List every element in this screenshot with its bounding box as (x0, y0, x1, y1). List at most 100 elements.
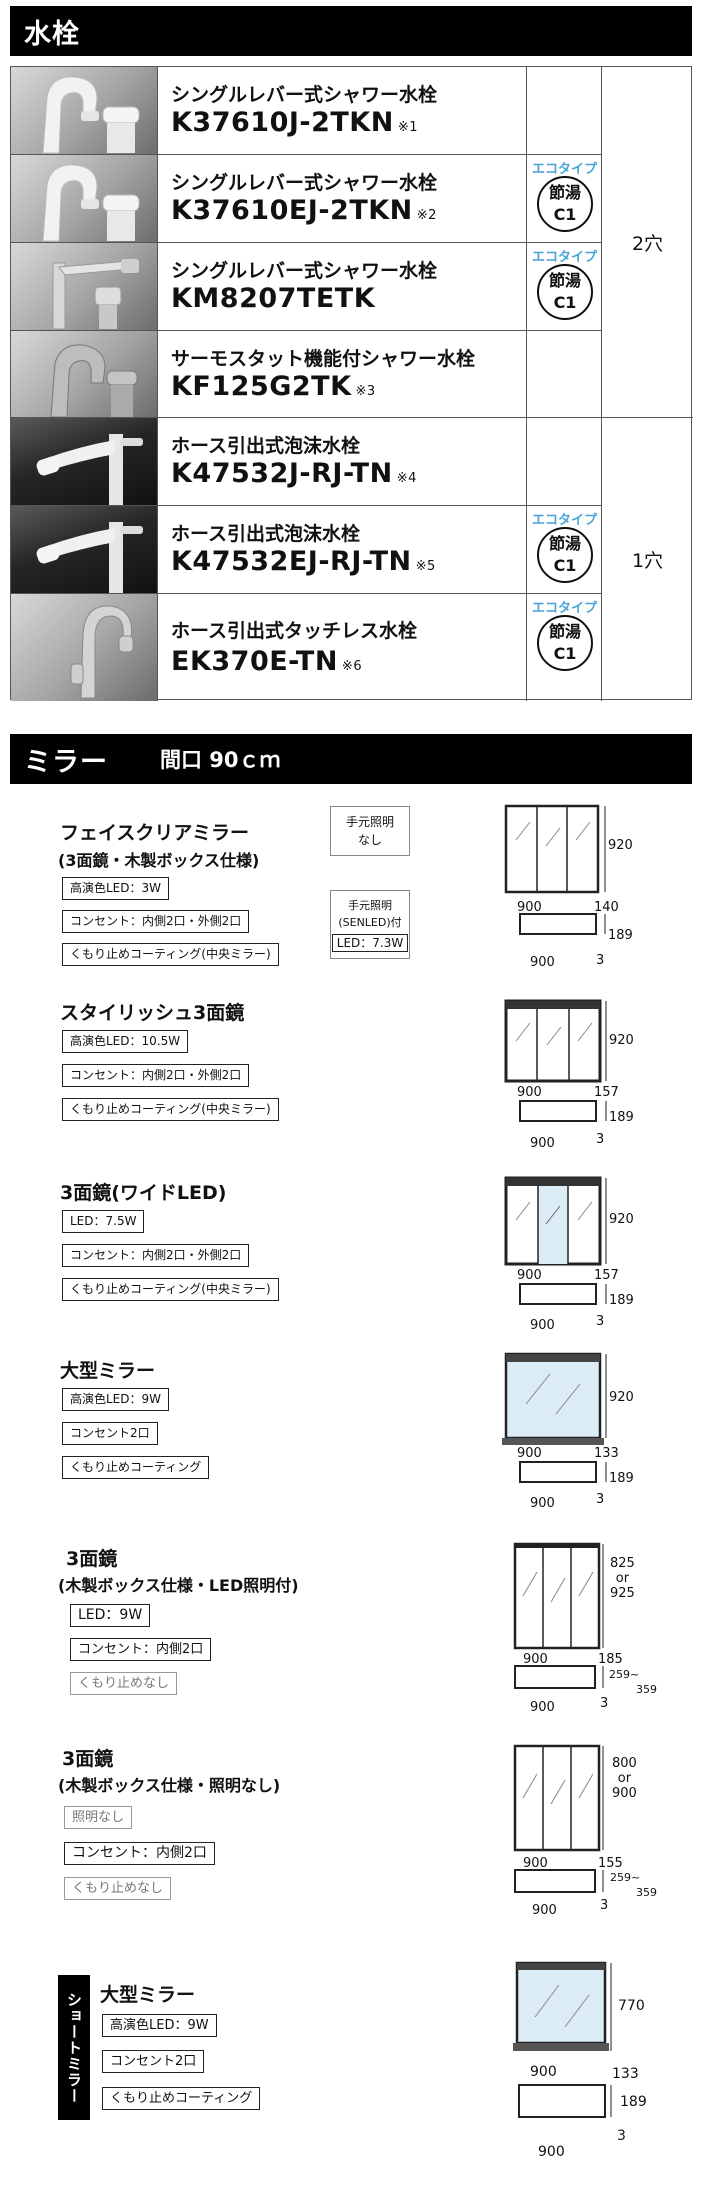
mirror-diagram-1 (504, 999, 607, 1122)
shelf-dim-width: 900 (532, 1903, 557, 1918)
faucet-name: シングルレバー式シャワー水栓 (171, 260, 438, 282)
mirror-width-label: 間口 90ｃｍ (160, 748, 281, 772)
mirror-spec-antifog: くもり止めコーティング(中央ミラー) (62, 943, 279, 966)
shelf-dim-height: 189 (620, 2094, 647, 2110)
mirror-dim-width: 900 (517, 900, 542, 915)
faucet-image-icon (36, 434, 143, 505)
faucet-image-icon (52, 259, 139, 330)
short-mirror-tab: ショートミラー (58, 1975, 90, 2120)
faucet-model: KF125G2TK※3 (171, 371, 376, 402)
mirror-title: スタイリッシュ3面鏡 (60, 1002, 245, 1024)
faucet-row: シングルレバー式シャワー水栓 K37610J-2TKN※1 (11, 67, 601, 155)
mirror-spec-led: LED：9W (70, 1604, 151, 1627)
mirror-subtitle: (3面鏡・木製ボックス仕様) (58, 851, 260, 870)
mirror-spec-led: 高演色LED：10.5W (62, 1030, 189, 1053)
faucet-model: K37610J-2TKN※1 (171, 107, 419, 138)
shelf-dim-depth: 3 (596, 953, 605, 968)
shelf-dim-width: 900 (530, 1136, 555, 1151)
eco-badge-cell (526, 67, 601, 154)
faucet-note: ※6 (341, 659, 363, 674)
mirror-title: 大型ミラー (60, 1360, 156, 1382)
mirror-dim-depth: 133 (594, 1446, 619, 1461)
mirror-spec-light: 照明なし (64, 1806, 133, 1829)
eco-type-label: エコタイプ (531, 601, 597, 616)
mirror-title: フェイスクリアミラー (60, 822, 250, 844)
mirror-section-header: ミラー 間口 90ｃｍ (10, 734, 692, 784)
faucet-note: ※4 (396, 471, 417, 486)
shelf-dim-width: 900 (538, 2144, 565, 2160)
mirror-spec-antifog: くもり止めなし (64, 1877, 172, 1900)
shelf-dim-height: 189 (608, 928, 633, 943)
mirror-dim-depth: 157 (594, 1085, 619, 1100)
mirror-spec-antifog: くもり止めコーティング (62, 1456, 210, 1479)
shelf-dim-depth: 3 (600, 1696, 609, 1711)
shelf-dim-height: 189 (609, 1293, 634, 1308)
mirror-dim-height: 770 (618, 1998, 645, 2014)
mirror-dim-depth: 185 (598, 1652, 623, 1667)
faucet-note: ※3 (355, 384, 376, 399)
faucet-name: シングルレバー式シャワー水栓 (171, 84, 438, 106)
faucet-row: サーモスタット機能付シャワー水栓 KF125G2TK※3 (11, 331, 601, 418)
faucet-section-title: 水栓 (24, 18, 80, 50)
faucet-name: サーモスタット機能付シャワー水栓 (171, 348, 476, 370)
mirror-spec-antifog: くもり止めコーティング(中央ミラー) (62, 1098, 279, 1121)
eco-type-label: エコタイプ (531, 250, 597, 265)
faucet-photo (11, 506, 158, 593)
two-hole-label: 2穴 (601, 67, 693, 418)
mirror-title: 3面鏡 (62, 1748, 114, 1770)
shelf-dim-depth: 3 (596, 1492, 605, 1507)
mirror-diagram-6 (513, 1961, 612, 2118)
mirror-title: 3面鏡(ワイドLED) (60, 1182, 227, 1204)
mirror-title: 大型ミラー (100, 1984, 196, 2006)
mirror-dim-width: 900 (517, 1446, 542, 1461)
mirror-dim-depth: 140 (594, 900, 619, 915)
faucet-section-header: 水栓 (10, 6, 692, 56)
hand-light-led-spec: LED：7.3W (331, 934, 409, 952)
mirror-dim-width: 900 (530, 2064, 557, 2080)
mirror-title: 3面鏡 (66, 1548, 118, 1570)
mirror-spec-led: 高演色LED：9W (62, 1388, 170, 1411)
faucet-note: ※2 (416, 208, 437, 223)
faucet-photo (11, 155, 158, 242)
mirror-dim-depth: 133 (612, 2066, 639, 2082)
mirror-diagram-4 (513, 1542, 604, 1689)
mirror-dim-width: 900 (523, 1856, 548, 1871)
shelf-dim-width: 900 (530, 1318, 555, 1333)
shelf-dim-depth: 3 (596, 1132, 605, 1147)
mirror-dim-height: 920 (609, 1390, 634, 1405)
faucet-table: シングルレバー式シャワー水栓 K37610J-2TKN※1 シングルレバー式シャ… (10, 66, 693, 701)
eco-type-label: エコタイプ (531, 162, 597, 177)
mirror-dim-depth: 157 (594, 1268, 619, 1283)
shelf-dim-width: 900 (530, 1496, 555, 1511)
faucet-model: K37610EJ-2TKN※2 (171, 195, 437, 226)
faucet-name: ホース引出式泡沫水栓 (171, 435, 361, 457)
faucet-name: ホース引出式泡沫水栓 (171, 523, 361, 545)
faucet-image-icon (50, 344, 138, 417)
faucet-photo (11, 594, 158, 701)
mirror-diagram-0 (504, 804, 606, 935)
eco-badge-cell (526, 331, 601, 417)
faucet-name: シングルレバー式シャワー水栓 (171, 172, 438, 194)
mirror-spec-outlet: コンセント2口 (62, 1422, 158, 1445)
faucet-note: ※5 (415, 559, 436, 574)
mirror-spec-outlet: コンセント2口 (102, 2050, 205, 2073)
faucet-image-icon (36, 522, 143, 593)
faucet-note: ※1 (397, 120, 419, 135)
shelf-dim-width: 900 (530, 955, 555, 970)
mirror-subtitle: (木製ボックス仕様・照明なし) (58, 1776, 281, 1795)
mirror-spec-antifog: くもり止めコーティング(中央ミラー) (62, 1278, 279, 1301)
faucet-model: K47532J-RJ-TN※4 (171, 458, 417, 489)
mirror-spec-outlet: コンセント：内側2口・外側2口 (62, 910, 250, 933)
mirror-spec-led: LED：7.5W (62, 1210, 145, 1233)
mirror-section-title: ミラー (24, 746, 108, 778)
mirror-diagram-2 (504, 1176, 607, 1305)
mirror-spec-outlet: コンセント：内側2口・外側2口 (62, 1064, 250, 1087)
faucet-photo (11, 331, 158, 417)
